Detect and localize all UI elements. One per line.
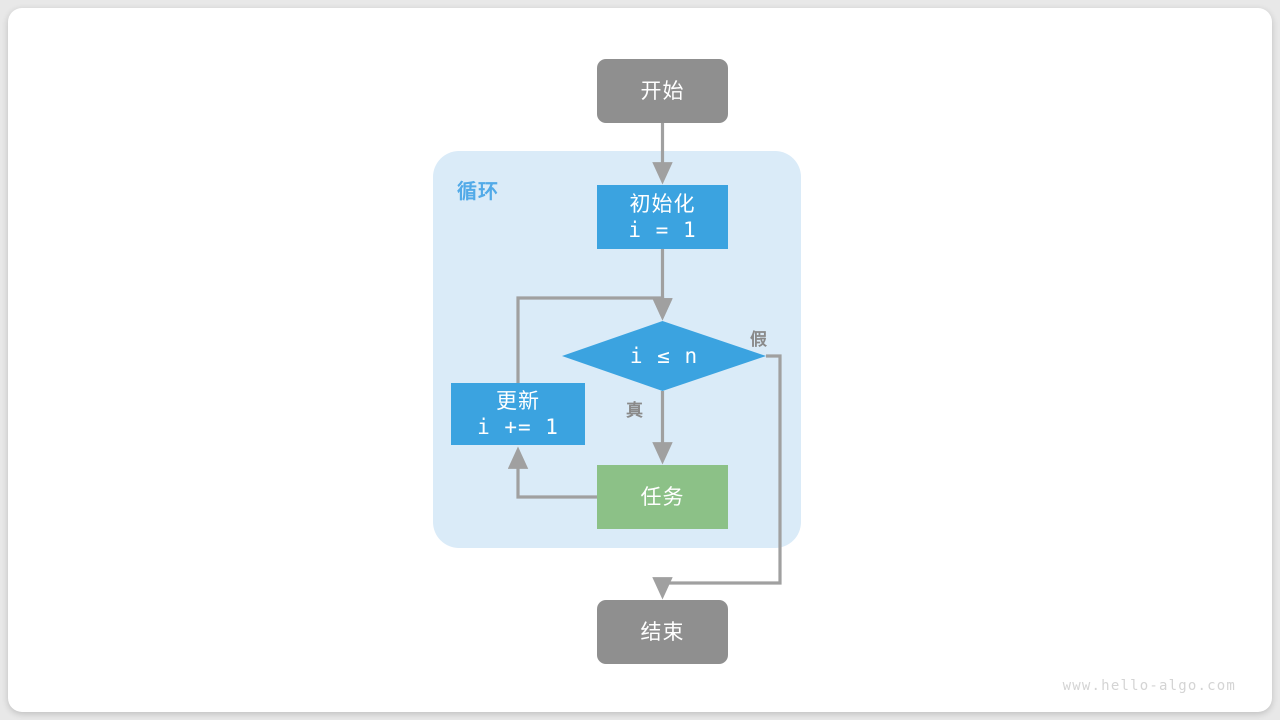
flowchart-canvas [433,59,801,664]
node-end[interactable] [597,600,728,664]
diagram-card: 循环 开始 初始化 i = 1 i ≤ n 更新 i += 1 任务 结束 真 … [8,8,1272,712]
node-update[interactable] [451,383,585,445]
edge-condition-to-end [652,354,782,600]
edge-task-to-update [507,446,597,499]
loop-container-label: 循环 [457,179,499,203]
edge-update-to-condition [516,296,673,383]
watermark: www.hello-algo.com [1062,678,1236,694]
node-task[interactable] [597,465,728,529]
node-start[interactable] [597,59,728,123]
node-init[interactable] [597,185,728,249]
node-condition[interactable] [562,321,766,391]
